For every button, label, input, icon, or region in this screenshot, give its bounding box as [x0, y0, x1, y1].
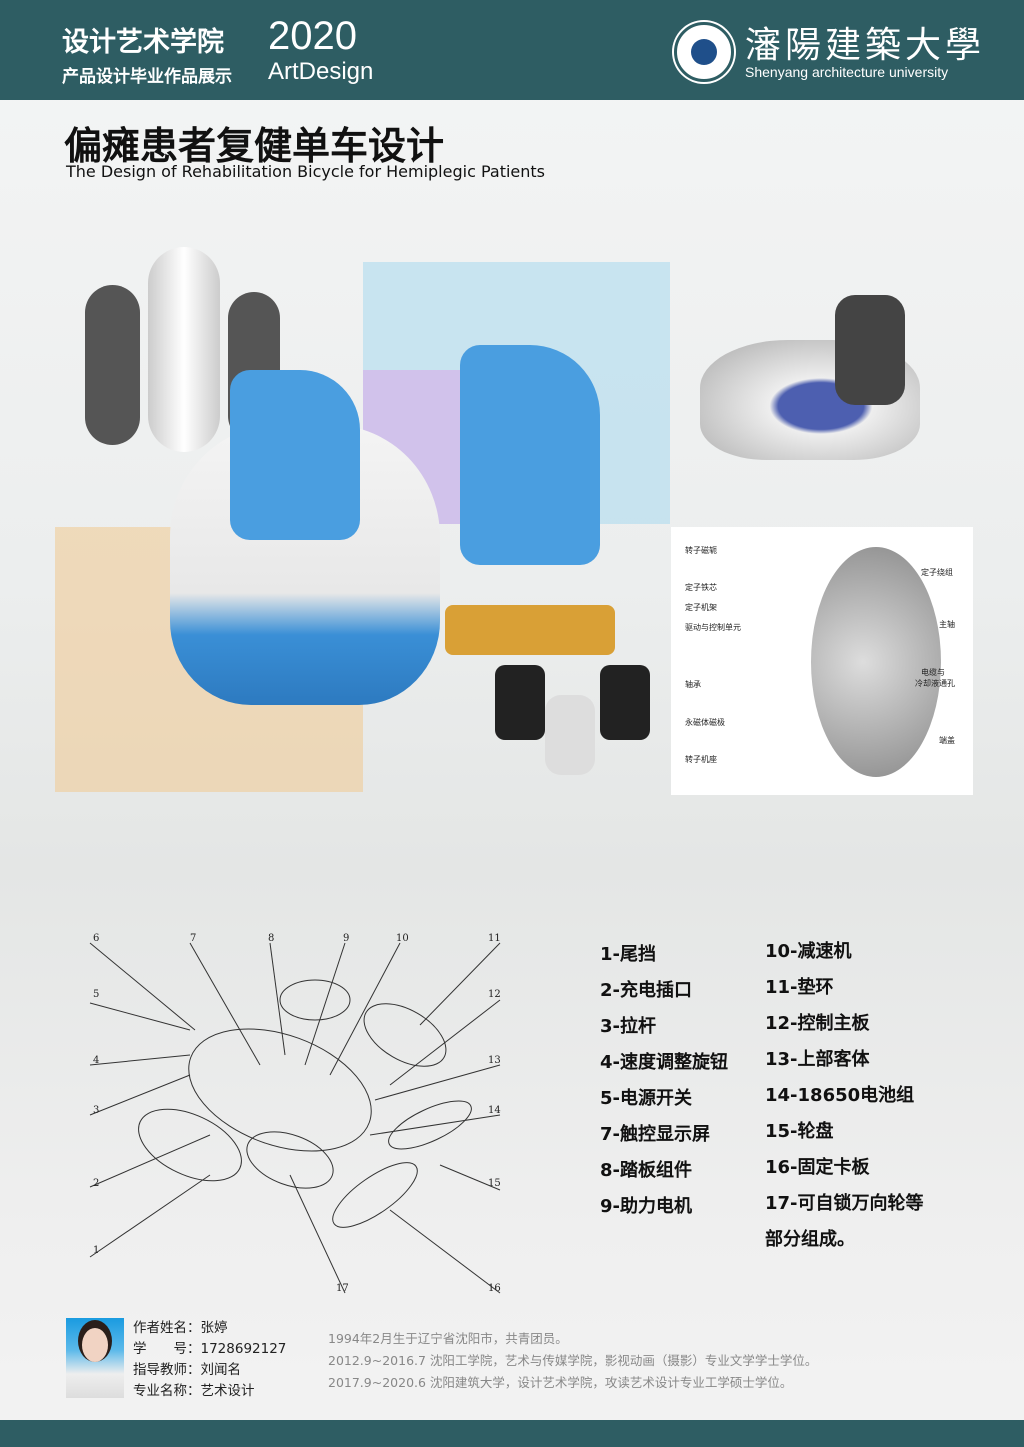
author-photo: [66, 1318, 124, 1398]
callout-number: 3: [93, 1105, 100, 1116]
university-logo-icon: [674, 22, 734, 82]
parts-list-col2: 10-减速机 11-垫环 12-控制主板 13-上部客体 14-18650电池组…: [765, 937, 924, 1261]
leg-brace-right-render: [460, 345, 600, 565]
motor-label: 定子铁芯: [685, 583, 717, 592]
motor-cutaway-diagram: 转子磁轭 定子铁芯 定子机架 驱动与控制单元 轴承 永磁体磁极 转子机座 定子绕…: [671, 527, 973, 795]
part-item: 16-固定卡板: [765, 1157, 870, 1178]
pedal-dark-left: [495, 665, 545, 740]
student-id: 学 号：1728692127: [133, 1341, 287, 1357]
part-item: 2-充电插口: [600, 980, 692, 1001]
leg-brace-left-render: [230, 370, 360, 540]
header-band: 设计艺术学院 产品设计毕业作品展示 2020 ArtDesign 瀋陽建築大學 …: [0, 0, 1024, 100]
callout-number: 14: [488, 1105, 501, 1116]
author-name: 作者姓名：张婷: [133, 1320, 228, 1336]
motor-label: 永磁体磁极: [685, 718, 725, 727]
callout-number: 6: [93, 933, 100, 944]
callout-number: 4: [93, 1055, 100, 1066]
artdesign-label: ArtDesign: [268, 58, 374, 85]
college-name: 设计艺术学院: [62, 27, 224, 58]
callout-number: 15: [488, 1178, 501, 1189]
part-item: 8-踏板组件: [600, 1160, 692, 1181]
callout-number: 10: [396, 933, 409, 944]
part-item: 部分组成。: [765, 1229, 855, 1250]
advisor: 指导教师：刘闻名: [133, 1362, 241, 1378]
callout-number: 5: [93, 989, 100, 1000]
motor-label: 转子机座: [685, 755, 717, 764]
footer-band: [0, 1420, 1024, 1447]
motor-label: 驱动与控制单元: [685, 623, 741, 632]
bicycle-front-view: [545, 695, 595, 775]
pedal-frame-render: [445, 605, 615, 655]
motor-disk-image: [811, 547, 941, 777]
part-item: 5-电源开关: [600, 1088, 692, 1109]
part-item: 4-速度调整旋钮: [600, 1052, 728, 1073]
page-title: 偏瘫患者复健单车设计: [64, 124, 445, 168]
part-item: 17-可自锁万向轮等: [765, 1193, 924, 1214]
part-item: 10-减速机: [765, 941, 852, 962]
callout-number: 1: [93, 1245, 100, 1256]
part-item: 14-18650电池组: [765, 1085, 915, 1106]
motor-label: 冷却液通孔: [915, 679, 955, 688]
callout-number: 11: [488, 933, 501, 944]
parts-list-col1: 1-尾挡 2-充电插口 3-拉杆 4-速度调整旋钮 5-电源开关 7-触控显示屏…: [600, 940, 728, 1228]
pedal-dark-right: [600, 665, 650, 740]
part-item: 7-触控显示屏: [600, 1124, 710, 1145]
exploded-view-drawing: 6 7 8 9 10 11 5 12 4 13 3 14 2 15 1 17 1…: [60, 925, 510, 1300]
part-item: 1-尾挡: [600, 944, 656, 965]
body-top-render: [148, 247, 220, 452]
author-face: [82, 1328, 108, 1362]
part-item: 11-垫环: [765, 977, 834, 998]
author-bio: 1994年2月生于辽宁省沈阳市，共青团员。 2012.9~2016.7 沈阳工学…: [328, 1328, 817, 1394]
callout-number: 8: [268, 933, 275, 944]
leg-brace-dark-render: [835, 295, 905, 405]
year: 2020: [268, 14, 357, 58]
university-name-cn: 瀋陽建築大學: [745, 25, 986, 66]
bio-line: 2017.9~2020.6 沈阳建筑大学，设计艺术学院，攻读艺术设计专业工学硕士…: [328, 1375, 793, 1390]
part-item: 12-控制主板: [765, 1013, 870, 1034]
motor-label: 端盖: [939, 736, 955, 745]
callout-number: 16: [488, 1283, 501, 1294]
bio-line: 2012.9~2016.7 沈阳工学院，艺术与传媒学院，影视动画（摄影）专业文学…: [328, 1353, 818, 1368]
callout-number: 2: [93, 1178, 100, 1189]
exploded-view-lines: [89, 942, 501, 1294]
university-name-en: Shenyang architecture university: [745, 64, 949, 80]
major: 专业名称：艺术设计: [133, 1383, 255, 1399]
part-item: 3-拉杆: [600, 1016, 656, 1037]
callout-number: 13: [488, 1055, 501, 1066]
pedal-left-render: [85, 285, 140, 445]
callout-number: 7: [190, 933, 197, 944]
part-item: 9-助力电机: [600, 1196, 692, 1217]
part-item: 15-轮盘: [765, 1121, 834, 1142]
motor-label: 轴承: [685, 680, 701, 689]
author-info: 作者姓名：张婷 学 号：1728692127 指导教师：刘闻名 专业名称：艺术设…: [133, 1318, 286, 1402]
bio-line: 1994年2月生于辽宁省沈阳市，共青团员。: [328, 1331, 568, 1346]
page-subtitle: The Design of Rehabilitation Bicycle for…: [66, 162, 545, 181]
callout-number: 12: [488, 989, 501, 1000]
motor-label: 转子磁轭: [685, 546, 717, 555]
motor-label: 定子绕组: [921, 568, 953, 577]
motor-label: 电缆与: [921, 668, 945, 677]
motor-label: 定子机架: [685, 603, 717, 612]
part-item: 13-上部客体: [765, 1049, 870, 1070]
callout-number: 9: [343, 933, 350, 944]
exhibition-label: 产品设计毕业作品展示: [62, 67, 232, 87]
callout-number: 17: [336, 1283, 349, 1294]
motor-label: 主轴: [939, 620, 955, 629]
